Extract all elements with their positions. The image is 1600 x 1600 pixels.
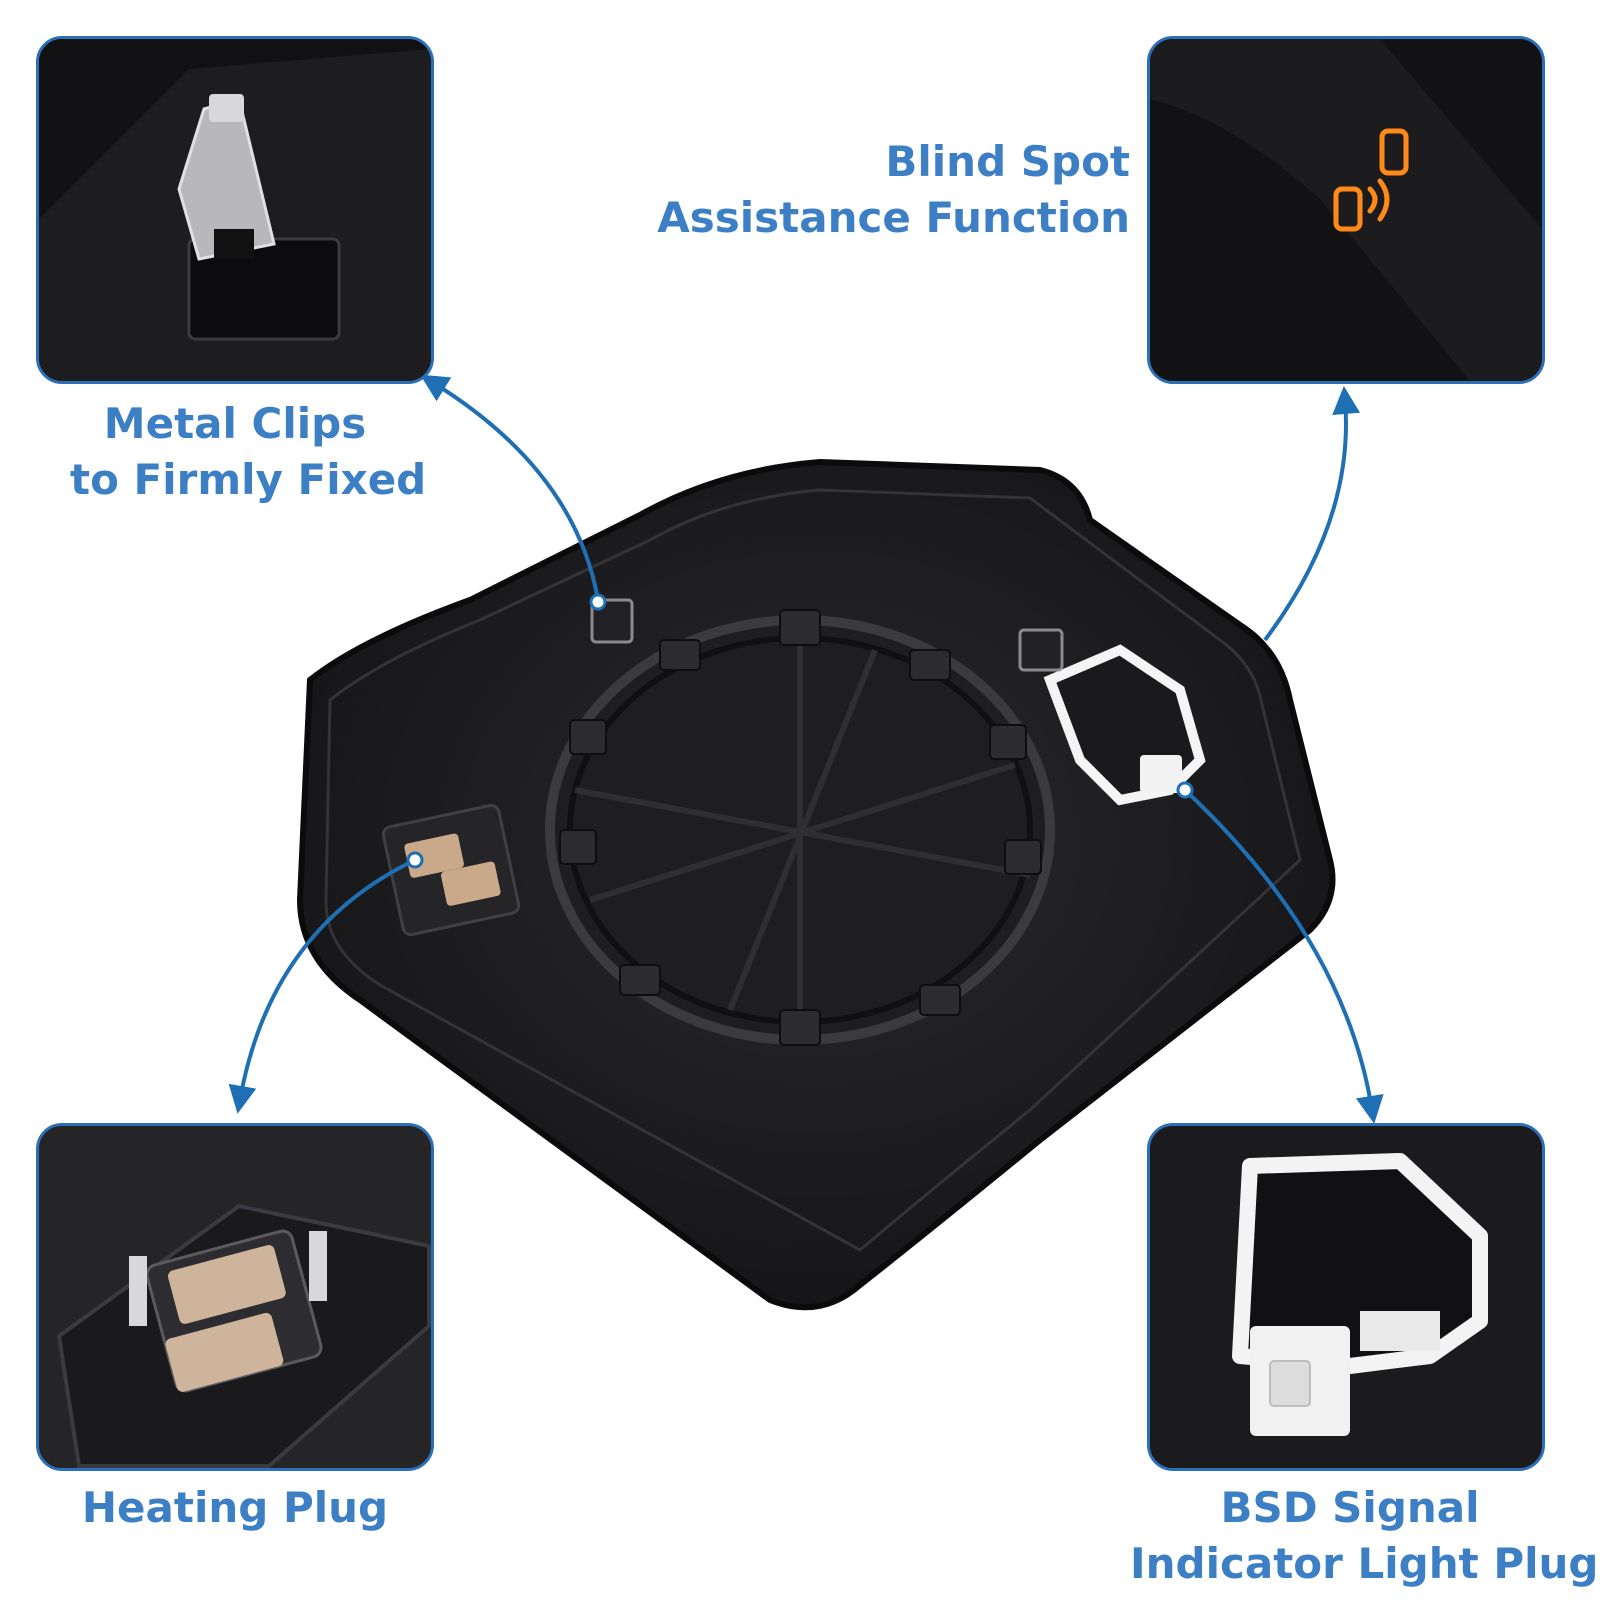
arrow-icon <box>1183 788 1384 1124</box>
plate-bsd-module <box>1018 628 1206 806</box>
arrow-icon <box>228 858 416 1114</box>
car-blind-spot-icon <box>1333 128 1409 232</box>
label-blind-spot-line2: Assistance Function <box>657 193 1130 242</box>
label-blind-spot: Blind Spot Assistance Function <box>657 134 1130 246</box>
label-heating-plug-text: Heating Plug <box>81 1483 389 1532</box>
plate-metal-clip <box>590 598 634 644</box>
plate-heating-plug <box>381 803 521 937</box>
ring-tabs <box>559 609 1042 1046</box>
inset-blind-spot <box>1147 36 1545 384</box>
inset-metal-clips <box>36 36 434 384</box>
label-bsd-plug-line1: BSD Signal <box>1220 1483 1480 1532</box>
arrow-icon <box>420 374 600 601</box>
arrow-origin-dots <box>406 593 1194 869</box>
label-heating-plug: Heating Plug <box>70 1480 400 1536</box>
label-bsd-plug: BSD Signal Indicator Light Plug <box>1130 1480 1599 1592</box>
ring-cross-ribs <box>574 640 1031 1020</box>
label-metal-clips: Metal Clips to Firmly Fixed <box>70 396 427 508</box>
label-blind-spot-line1: Blind Spot <box>885 137 1130 186</box>
label-metal-clips-line1: Metal Clips <box>103 399 367 448</box>
arrow-icon <box>1263 386 1361 642</box>
callout-arrows <box>228 374 1384 1124</box>
label-bsd-plug-line2: Indicator Light Plug <box>1130 1539 1599 1588</box>
inset-heating-plug <box>36 1123 434 1471</box>
inset-bsd-plug <box>1147 1123 1545 1471</box>
plate-inner-rim <box>324 488 1302 1252</box>
label-metal-clips-line2: to Firmly Fixed <box>70 455 427 504</box>
